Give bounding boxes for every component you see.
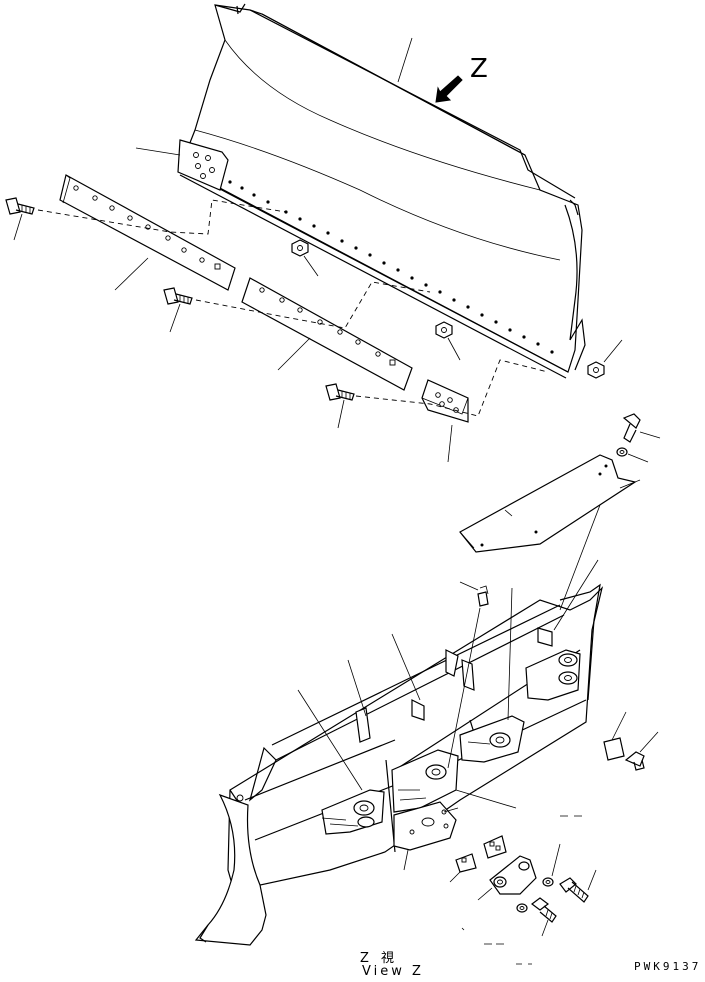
view-marker-label: Z [470, 54, 488, 84]
cutting-edge-left [59, 174, 236, 291]
plow-bolt-2 [163, 281, 431, 333]
washer-top [616, 447, 649, 463]
blade-rear-assembly [194, 413, 661, 965]
blade-edge-holes [228, 180, 554, 354]
trunnion-bracket-far-right [525, 649, 581, 701]
cutting-edge-center [241, 277, 413, 391]
washer-bottom-2 [516, 903, 528, 913]
hex-bolt-long [559, 869, 597, 903]
nut-1 [291, 239, 319, 277]
nut-2 [435, 321, 461, 361]
link-plate-small [449, 853, 477, 883]
washer-bottom [542, 843, 561, 887]
drawing-code: PWK9137 [634, 960, 702, 973]
shim-block [603, 711, 627, 761]
end-bit-right [421, 379, 469, 463]
bracket-clamp [477, 855, 537, 901]
view-arrow-icon [435, 75, 463, 103]
end-bit-left [135, 139, 229, 191]
trunnion-bracket-center [391, 749, 459, 813]
hex-bolt-short [531, 897, 557, 937]
link-plate [483, 835, 507, 859]
view-caption-en: View Z [362, 964, 424, 979]
view-caption-jp: Z 視 [360, 951, 399, 966]
trunnion-bracket-left [321, 789, 385, 835]
grease-fitting [447, 581, 489, 769]
cover-plate [459, 454, 641, 553]
cap-bolt-right [624, 731, 659, 771]
plow-bolt-3 [325, 359, 549, 429]
mounting-plate [393, 801, 459, 851]
plow-bolt-1 [5, 197, 287, 241]
nut-3 [587, 339, 623, 379]
blade-upper-assembly [5, 3, 623, 463]
cap-bolt-top [622, 413, 661, 443]
trunnion-bracket-right [459, 715, 525, 763]
